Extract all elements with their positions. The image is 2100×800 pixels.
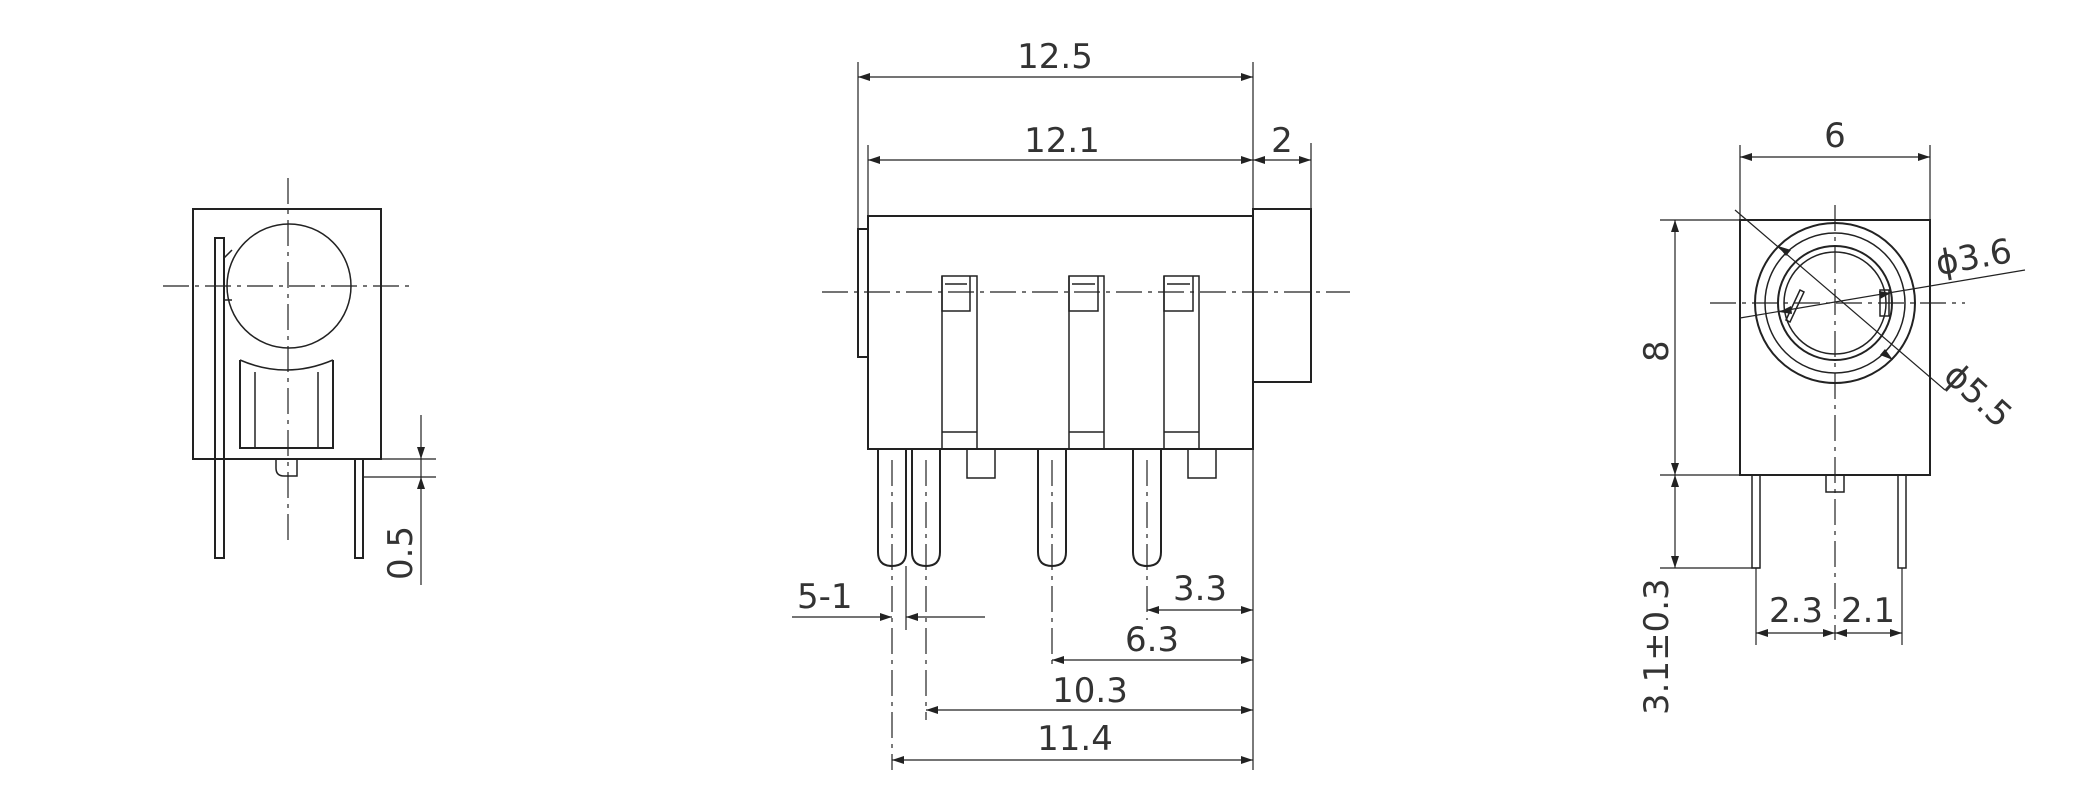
front-arrow bbox=[892, 756, 904, 764]
front-nose-length-label: 2 bbox=[1271, 121, 1293, 161]
end-arrow bbox=[1823, 629, 1835, 637]
end-pin-length-label: 3.1±0.3 bbox=[1637, 578, 1677, 715]
end-bottom-tab bbox=[1825, 474, 1845, 493]
end-arrow bbox=[1779, 306, 1792, 314]
end-arrow bbox=[1879, 291, 1891, 299]
side-pin-tab bbox=[223, 249, 233, 301]
side-right-pin bbox=[354, 458, 364, 559]
front-contact-2 bbox=[1068, 275, 1105, 450]
front-arrow bbox=[1241, 756, 1253, 764]
end-arrow bbox=[1890, 629, 1902, 637]
front-contact-slot-3 bbox=[1163, 276, 1194, 312]
end-pin-offset-left-label: 2.3 bbox=[1769, 591, 1823, 631]
end-arrow bbox=[1835, 629, 1847, 637]
side-body-outline bbox=[192, 208, 382, 460]
front-back-flange bbox=[857, 228, 869, 358]
front-arrow bbox=[1241, 706, 1253, 714]
front-arrow bbox=[1147, 606, 1159, 614]
front-body-length-label: 12.1 bbox=[1024, 121, 1100, 161]
end-arrow bbox=[1918, 153, 1930, 161]
end-arrow bbox=[1778, 246, 1791, 256]
front-pin-spacing-3-label: 10.3 bbox=[1052, 671, 1128, 711]
end-arrow bbox=[1671, 463, 1679, 475]
side-left-pin bbox=[214, 237, 225, 559]
front-arrow bbox=[880, 613, 892, 621]
side-cavity-outline bbox=[239, 360, 334, 449]
end-arrow bbox=[1671, 475, 1679, 487]
front-arrow bbox=[1241, 606, 1253, 614]
side-view: 0.5 bbox=[163, 178, 436, 585]
front-pin-spacing-1-label: 3.3 bbox=[1173, 569, 1227, 609]
front-arrow bbox=[1253, 156, 1265, 164]
side-bottom-tab bbox=[275, 459, 298, 477]
front-arrow bbox=[906, 613, 918, 621]
side-height-offset-label: 0.5 bbox=[381, 526, 421, 580]
end-inner-diameter-label: ϕ3.6 bbox=[1933, 231, 2015, 284]
front-arrow bbox=[926, 706, 938, 714]
side-arrow-up bbox=[417, 477, 425, 489]
side-cavity-arc bbox=[239, 359, 334, 371]
front-arrow bbox=[1241, 656, 1253, 664]
end-arrow bbox=[1880, 349, 1893, 360]
end-pin-right bbox=[1897, 474, 1907, 569]
end-contact-tab bbox=[1785, 288, 1805, 324]
end-height-label: 8 bbox=[1637, 340, 1677, 362]
front-arrow bbox=[1299, 156, 1311, 164]
front-arrow bbox=[1241, 156, 1253, 164]
end-arrow bbox=[1740, 153, 1752, 161]
front-arrow bbox=[1052, 656, 1064, 664]
end-pin-offset-right-label: 2.1 bbox=[1841, 591, 1895, 631]
front-contact-3 bbox=[1163, 275, 1200, 450]
front-view: 12.5 12.1 2 5-1 3.3 6.3 bbox=[792, 37, 1350, 770]
end-view: 6 8 3.1±0.3 2.3 2.1 ϕ3.6 ϕ5.5 bbox=[1637, 116, 2026, 715]
front-nose-outline bbox=[1252, 208, 1312, 383]
front-pin-width-label: 5-1 bbox=[797, 577, 853, 617]
front-contact-slot-1 bbox=[941, 276, 971, 312]
side-arrow-down bbox=[417, 447, 425, 459]
end-pin-left bbox=[1751, 474, 1761, 569]
front-overall-length-label: 12.5 bbox=[1017, 37, 1093, 77]
end-arrow bbox=[1756, 629, 1768, 637]
front-contact-1 bbox=[941, 275, 978, 450]
front-bottom-tab-1 bbox=[966, 449, 996, 479]
end-width-label: 6 bbox=[1824, 116, 1846, 156]
front-arrow bbox=[858, 73, 870, 81]
end-leader-outer-diameter bbox=[1734, 209, 1946, 391]
front-bottom-tab-2 bbox=[1187, 449, 1217, 479]
front-pin-spacing-2-label: 6.3 bbox=[1125, 620, 1179, 660]
end-outer-diameter-label: ϕ5.5 bbox=[1936, 355, 2020, 436]
end-arrow bbox=[1671, 220, 1679, 232]
end-arrow bbox=[1671, 556, 1679, 568]
front-contact-slot-2 bbox=[1068, 276, 1099, 312]
front-body-outline bbox=[867, 215, 1254, 450]
front-pin-spacing-4-label: 11.4 bbox=[1037, 719, 1113, 759]
front-arrow bbox=[868, 156, 880, 164]
front-arrow bbox=[1241, 73, 1253, 81]
